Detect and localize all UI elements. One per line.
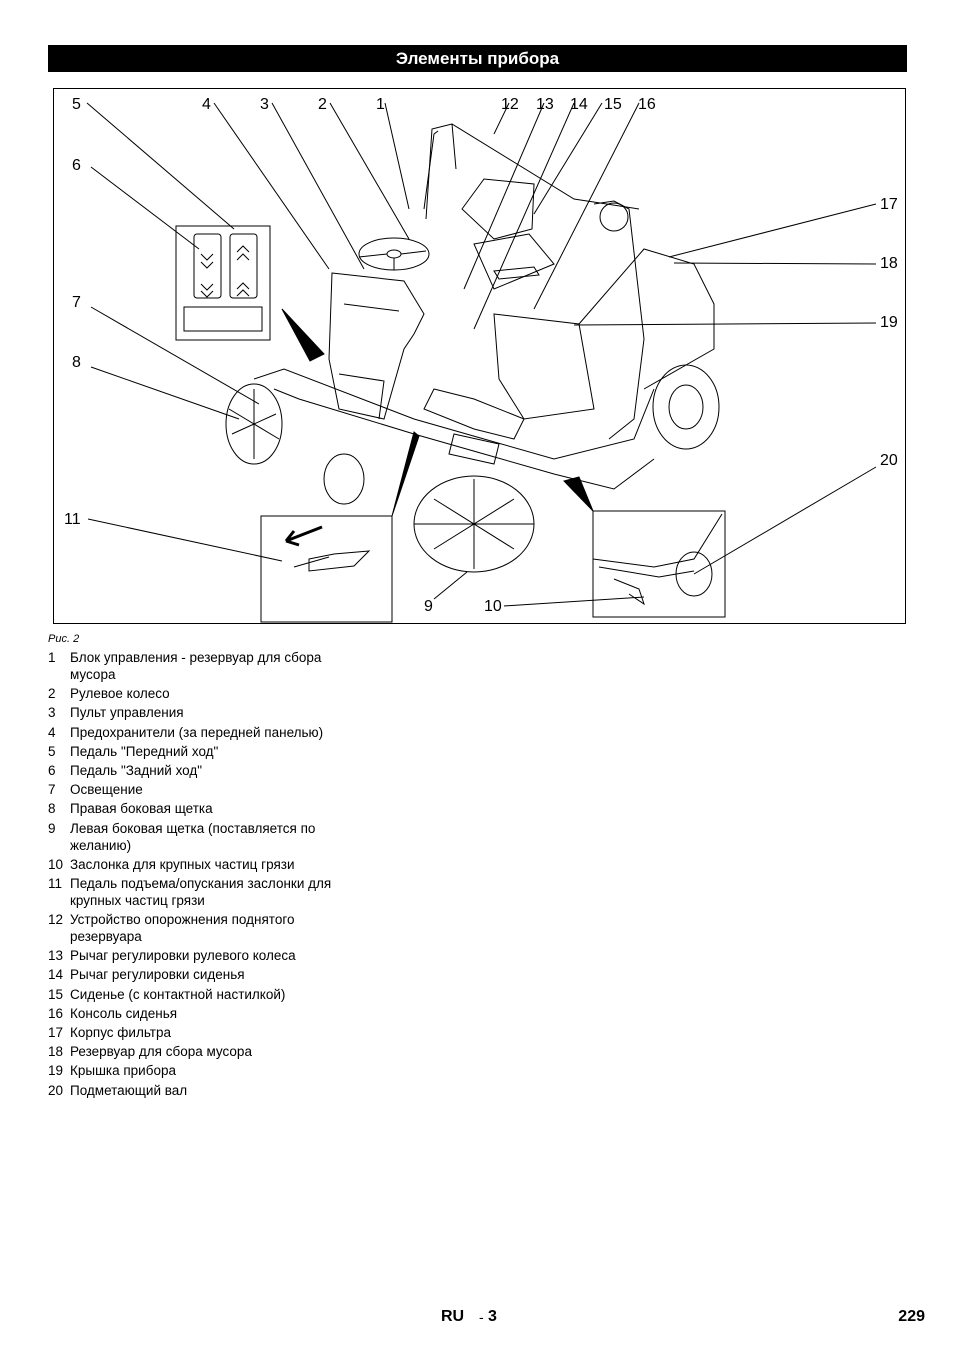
legend-text: Сиденье (с контактной настилкой) xyxy=(70,986,286,1002)
legend-number: 11 xyxy=(48,875,63,891)
callout-5: 5 xyxy=(72,96,81,113)
legend-item: 7 Освещение xyxy=(48,781,338,798)
legend-text: Рычаг регулировки рулевого колеса xyxy=(70,948,296,964)
legend-number: 17 xyxy=(48,1025,64,1040)
legend-item: 9 Левая боковая щетка (поставляется по же… xyxy=(48,820,338,854)
footer-section-page: 3 xyxy=(488,1308,497,1325)
legend-number: 4 xyxy=(48,724,56,740)
legend-number: 2 xyxy=(48,686,56,702)
legend-number: 10 xyxy=(48,856,64,872)
legend-number: 6 xyxy=(48,762,56,778)
callout-15: 15 xyxy=(604,96,622,113)
callout-19: 19 xyxy=(880,314,898,331)
legend-text: Крышка прибора xyxy=(70,1063,176,1079)
legend-item: 1 Блок управления - резервуар для сбора м… xyxy=(48,649,338,683)
legend-item: 20 Подметающий вал xyxy=(48,1082,338,1099)
figure-caption: Рис. 2 xyxy=(48,633,80,645)
legend-number: 9 xyxy=(48,820,56,836)
legend-item: 11 Педаль подъема/опускания заслонки для … xyxy=(48,875,338,909)
legend-number: 8 xyxy=(48,801,56,817)
legend-number: 18 xyxy=(48,1044,64,1060)
legend-text: Правая боковая щетка xyxy=(70,801,213,817)
section-title: Элементы прибора xyxy=(48,45,907,72)
legend-text: Педаль "Передний ход" xyxy=(70,743,219,759)
legend-item: 5 Педаль "Передний ход" xyxy=(48,743,338,760)
callout-7: 7 xyxy=(72,294,81,311)
legend-text: Рулевое колесо xyxy=(70,686,170,702)
legend-item: 15 Сиденье (с контактной настилкой) xyxy=(48,986,338,1003)
callout-6: 6 xyxy=(72,157,81,174)
legend-text: Педаль подъема/опускания заслонки для кр… xyxy=(70,875,332,908)
legend-text: Заслонка для крупных частиц грязи xyxy=(70,856,295,872)
machine-figure: 5 4 3 2 1 12 13 14 15 16 6 7 8 11 9 10 1… xyxy=(53,88,906,624)
legend-text: Блок управления - резервуар для сбора му… xyxy=(70,650,322,682)
legend-number: 7 xyxy=(48,782,56,798)
callout-8: 8 xyxy=(72,354,81,371)
legend-number: 3 xyxy=(48,705,56,721)
legend-item: 19 Крышка прибора xyxy=(48,1062,338,1079)
callout-18: 18 xyxy=(880,255,898,272)
legend-text: Резервуар для сбора мусора xyxy=(70,1044,252,1060)
legend-item: 16 Консоль сиденья xyxy=(48,1005,338,1022)
callout-1: 1 xyxy=(376,96,385,113)
legend-text: Педаль "Задний ход" xyxy=(70,762,203,778)
legend-item: 12 Устройство опорожнения поднятого резер… xyxy=(48,911,338,945)
page-number: 229 xyxy=(898,1308,925,1325)
callout-9: 9 xyxy=(424,598,433,615)
legend-text: Устройство опорожнения поднятого резерву… xyxy=(70,912,295,945)
legend-text: Предохранители (за передней панелью) xyxy=(70,724,324,740)
legend-text: Освещение xyxy=(70,782,143,798)
legend-item: 6 Педаль "Задний ход" xyxy=(48,762,338,779)
legend-number: 12 xyxy=(48,912,64,928)
legend-item: 17 Корпус фильтра xyxy=(48,1024,338,1041)
legend-number: 1 xyxy=(48,650,56,665)
legend-item: 18 Резервуар для сбора мусора xyxy=(48,1043,338,1060)
legend-item: 3 Пульт управления xyxy=(48,704,338,721)
legend-item: 4 Предохранители (за передней панелью) xyxy=(48,724,338,741)
callout-11: 11 xyxy=(64,511,81,528)
machine-illustration xyxy=(86,102,877,623)
legend-number: 14 xyxy=(48,967,64,983)
callout-4: 4 xyxy=(202,96,211,113)
legend-number: 20 xyxy=(48,1082,64,1098)
legend-item: 10 Заслонка для крупных частиц грязи xyxy=(48,856,338,873)
legend-text: Пульт управления xyxy=(70,705,184,721)
callout-13: 13 xyxy=(536,96,554,113)
callout-2: 2 xyxy=(318,96,327,113)
callout-3: 3 xyxy=(260,96,269,113)
legend-item: 14 Рычаг регулировки сиденья xyxy=(48,966,338,983)
legend-text: Рычаг регулировки сиденья xyxy=(70,967,245,983)
legend-text: Консоль сиденья xyxy=(70,1005,178,1021)
footer-language: RU xyxy=(441,1308,465,1325)
legend-item: 13 Рычаг регулировки рулевого колеса xyxy=(48,947,338,964)
legend-number: 5 xyxy=(48,743,56,759)
legend-text: Подметающий вал xyxy=(70,1082,188,1098)
legend-text: Левая боковая щетка (поставляется по жел… xyxy=(70,820,316,853)
callout-20: 20 xyxy=(880,452,898,469)
callout-14: 14 xyxy=(570,96,588,113)
footer-separator: - xyxy=(479,1309,484,1325)
callout-12: 12 xyxy=(501,96,519,113)
legend-number: 15 xyxy=(48,986,64,1002)
callout-16: 16 xyxy=(638,96,656,113)
parts-legend: 1 Блок управления - резервуар для сбора м… xyxy=(48,649,338,1101)
legend-number: 13 xyxy=(48,948,64,964)
callout-17: 17 xyxy=(880,196,898,213)
callout-10: 10 xyxy=(484,598,502,615)
legend-item: 2 Рулевое колесо xyxy=(48,685,338,702)
legend-number: 19 xyxy=(48,1063,64,1079)
legend-text: Корпус фильтра xyxy=(70,1025,171,1040)
legend-item: 8 Правая боковая щетка xyxy=(48,800,338,817)
legend-number: 16 xyxy=(48,1005,64,1021)
